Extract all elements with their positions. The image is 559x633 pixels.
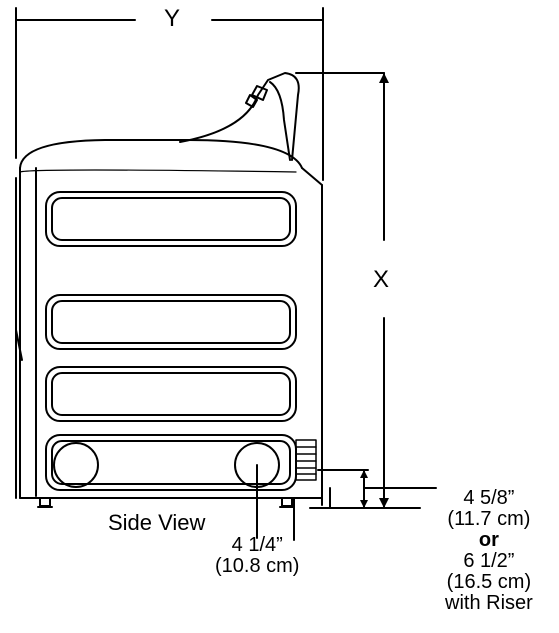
wheel-height-dimension [256, 464, 295, 541]
arrowheads [360, 73, 389, 508]
riser-alt-cm: (16.5 cm) [446, 571, 532, 593]
height-dimension-line [295, 72, 421, 509]
control-console [179, 72, 300, 161]
exhaust-vent [295, 439, 317, 481]
riser-dimension-label: 4 5/8” (11.7 cm) or 6 1/2” (16.5 cm) wit… [445, 488, 533, 614]
wheel-dimension-inches: 4 1/4” [231, 534, 283, 556]
view-label: Side View [108, 510, 206, 535]
riser-or-text: or [478, 529, 499, 551]
wheels [53, 442, 280, 488]
height-label: X [373, 266, 390, 293]
leveling-feet [37, 497, 295, 508]
riser-note: with Riser [445, 592, 533, 614]
dryer-cabinet [15, 139, 323, 506]
riser-dimension-inches: 4 5/8” [463, 487, 515, 509]
riser-alt-inches: 6 1/2” [463, 550, 515, 572]
wheel-dimension-cm: (10.8 cm) [215, 555, 300, 577]
riser-dimension-cm: (11.7 cm) [447, 508, 531, 530]
width-label: Y [164, 5, 181, 32]
wheel-dimension-label: 4 1/4” (10.8 cm) [215, 535, 299, 577]
riser-dimension [317, 469, 437, 509]
side-panels [45, 191, 297, 491]
width-dimension-line [15, 7, 324, 181]
